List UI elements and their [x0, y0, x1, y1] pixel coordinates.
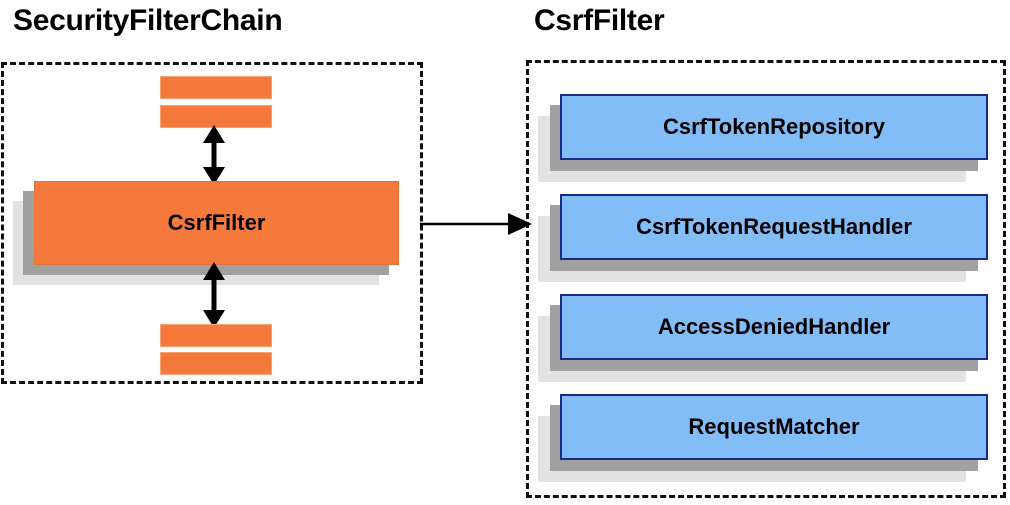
component-access-denied-handler[interactable]: AccessDeniedHandler — [538, 294, 988, 382]
component-csrf-token-request-handler-label: CsrfTokenRequestHandler — [560, 194, 988, 260]
component-request-matcher-label: RequestMatcher — [560, 394, 988, 460]
component-request-matcher[interactable]: RequestMatcher — [538, 394, 988, 482]
panel-title-csrf-filter: CsrfFilter — [534, 4, 665, 37]
csrf-filter-panel — [526, 60, 1006, 498]
filter-bar-below-2 — [160, 352, 272, 375]
component-access-denied-handler-label: AccessDeniedHandler — [560, 294, 988, 360]
connector-arrow-chain-to-detail-icon — [420, 213, 532, 235]
component-csrf-filter[interactable]: CsrfFilter — [13, 181, 399, 285]
double-arrow-below-icon — [203, 262, 225, 328]
component-csrf-token-repository[interactable]: CsrfTokenRepository — [538, 94, 988, 182]
panel-title-security-filter-chain: SecurityFilterChain — [13, 4, 283, 37]
double-arrow-above-icon — [203, 125, 225, 185]
filter-bar-above-1 — [160, 76, 272, 99]
component-csrf-token-request-handler[interactable]: CsrfTokenRequestHandler — [538, 194, 988, 282]
filter-bar-below-1 — [160, 324, 272, 347]
component-csrf-filter-label: CsrfFilter — [34, 181, 399, 265]
filter-bar-above-2 — [160, 105, 272, 128]
component-csrf-token-repository-label: CsrfTokenRepository — [560, 94, 988, 160]
